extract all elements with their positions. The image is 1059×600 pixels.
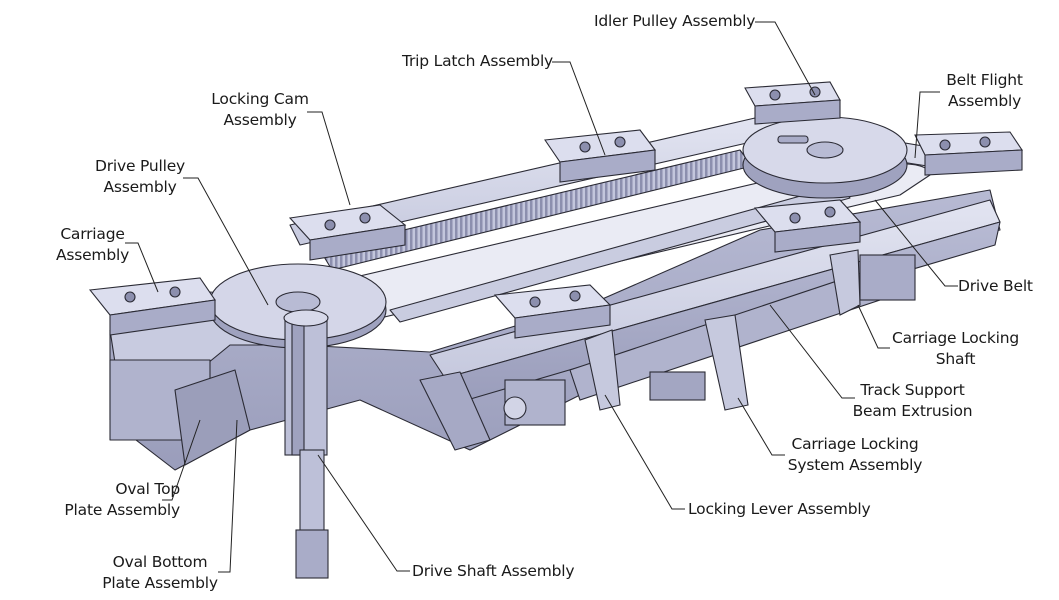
carriage-front-right [753, 199, 862, 253]
leader-track-support [769, 304, 855, 399]
carriages [88, 81, 1023, 339]
leader-carriage-locking-shaft [857, 304, 890, 349]
label-line-2: Assembly [947, 92, 1022, 110]
label-line-2: Assembly [223, 111, 297, 129]
leader-carriage [125, 242, 159, 293]
label-text: Trip Latch Assembly [402, 52, 554, 70]
label-text: Locking Lever Assembly [688, 500, 871, 518]
carriage-belt-flight [914, 131, 1023, 176]
leader-carriage-locking-system [737, 397, 785, 456]
drive-shaft [283, 309, 329, 579]
carriage-locking-shaft [503, 249, 916, 426]
carriage-front-mid [493, 284, 612, 339]
label-line-1: Locking Cam [211, 90, 309, 108]
label-line-1: Carriage Locking [891, 329, 1019, 347]
label-line-1: Drive Pulley [94, 157, 186, 175]
label-text: Idler Pulley Assembly [594, 12, 756, 30]
callout-idler-pulley-assembly: Idler Pulley Assembly [594, 11, 755, 32]
label-line-2: Plate Assembly [102, 574, 218, 592]
label-text: Drive Shaft Assembly [412, 562, 575, 580]
locking-lever [584, 329, 621, 411]
label-text: Drive Belt [958, 277, 1033, 295]
carriage-left [88, 277, 216, 336]
locking-system-lever [704, 314, 749, 411]
label-line-1: Belt Flight [946, 71, 1023, 89]
label-line-1: Carriage Locking [791, 435, 919, 453]
leader-locking-cam [307, 111, 351, 206]
carriage-trip-latch [544, 129, 657, 183]
label-line-1: Carriage [60, 225, 125, 243]
leader-drive-belt [874, 199, 958, 287]
label-line-2: Plate Assembly [64, 501, 180, 519]
label-line-2: Assembly [103, 178, 177, 196]
callout-drive-belt: Drive Belt [958, 276, 1033, 297]
leader-oval-bottom [218, 419, 238, 573]
carriage-idler [744, 81, 841, 125]
leader-drive-shaft [317, 454, 410, 572]
leader-oval-top [162, 419, 201, 501]
leader-idler-pulley [755, 21, 816, 96]
leader-lines [125, 21, 958, 573]
label-line-1: Oval Top [115, 480, 180, 498]
label-line-1: Oval Bottom [112, 553, 208, 571]
track-beam-extrusion [419, 371, 491, 451]
callout-trip-latch-assembly: Trip Latch Assembly [402, 51, 553, 72]
corner-extrusion [174, 369, 251, 466]
label-line-2: Assembly [55, 246, 130, 264]
leader-trip-latch [552, 61, 606, 156]
label-line-1: Track Support [860, 381, 965, 399]
idler-pulley [742, 116, 908, 199]
drive-belt-strip [389, 184, 851, 323]
carriage-locking-cam [288, 204, 407, 261]
leader-locking-lever [604, 394, 685, 510]
label-line-2: Beam Extrusion [852, 402, 973, 420]
leader-belt-flight [914, 91, 940, 159]
callout-locking-lever-assembly: Locking Lever Assembly [688, 499, 871, 520]
leader-drive-pulley [183, 177, 269, 306]
callout-drive-shaft-assembly: Drive Shaft Assembly [412, 561, 575, 582]
label-line-2: System Assembly [787, 456, 923, 474]
label-line-2: Shaft [935, 350, 976, 368]
